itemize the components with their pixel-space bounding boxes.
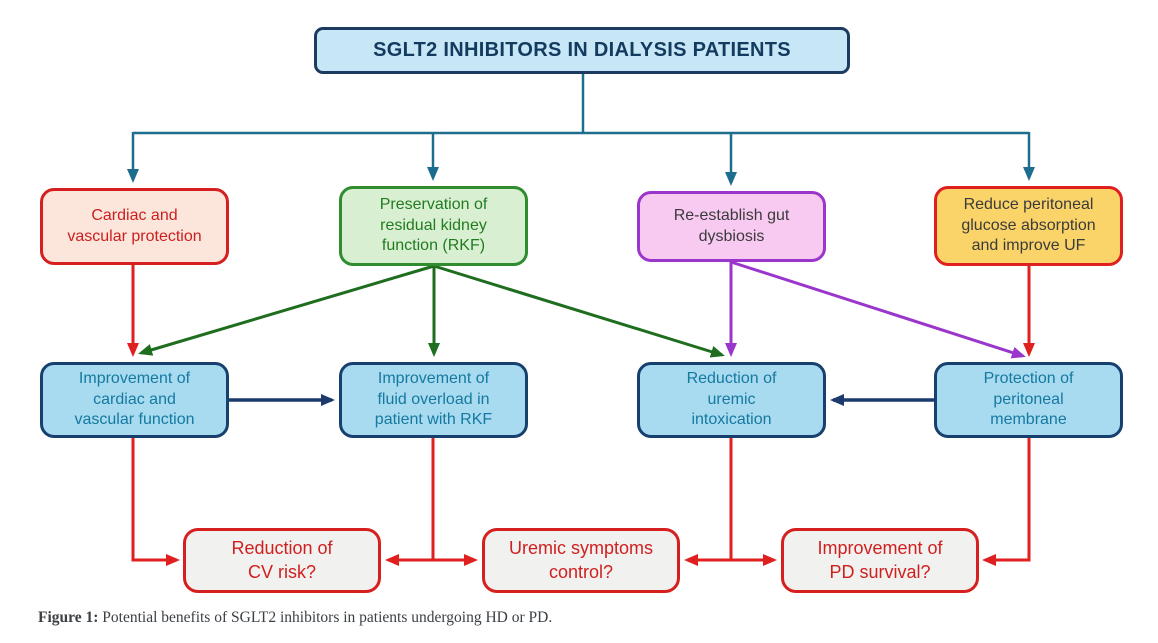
figure-caption-label: Figure 1: [38,609,99,626]
box-rkf-preservation: Preservation of residual kidney function… [339,186,528,266]
box-fluid-overload: Improvement of fluid overload in patient… [339,362,528,438]
box-cardiac-function: Improvement of cardiac and vascular func… [40,362,229,438]
diagram-title: SGLT2 INHIBITORS IN DIALYSIS PATIENTS [314,27,850,74]
edge-membrane-to-survival [982,438,1031,566]
edge-gut-to-peritoneal-membrane [730,260,1026,359]
box-cardiac-protection: Cardiac and vascular protection [40,188,229,265]
edge-rkf-to-uremic-intoxication [433,264,725,358]
box-uremic-symptoms: Uremic symptoms control? [482,528,680,593]
box-gut-dysbiosis: Re-establish gut dysbiosis [637,191,826,262]
edge-rkf-to-cardiac-function [138,264,435,356]
edge-cardiac-function-to-cv-risk [131,438,180,566]
figure-caption-text: Potential benefits of SGLT2 inhibitors i… [98,609,553,626]
box-uremic-intoxication: Reduction of uremic intoxication [637,362,826,438]
box-cv-risk: Reduction of CV risk? [183,528,381,593]
box-glucose-absorption: Reduce peritoneal glucose absorption and… [934,186,1123,266]
box-pd-survival: Improvement of PD survival? [781,528,979,593]
box-peritoneal-membrane: Protection of peritoneal membrane [934,362,1123,438]
figure-caption: Figure 1: Potential benefits of SGLT2 in… [38,609,1118,627]
